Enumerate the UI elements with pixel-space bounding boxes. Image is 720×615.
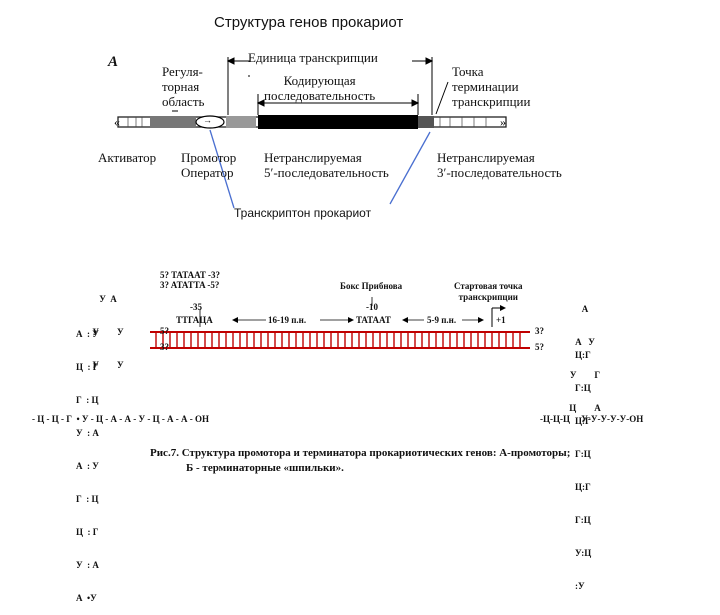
- left-stem-pair: Ц : Г: [76, 527, 99, 537]
- regulatory-line-2: торная: [162, 79, 200, 94]
- right-loop-line: У Г: [569, 370, 601, 380]
- start-point-line-1: Стартовая точка: [454, 281, 523, 291]
- start-point-line-2: транскрипции: [458, 292, 518, 302]
- box10: TATAAT: [356, 315, 391, 325]
- right-stem-pair: Г:Ц: [575, 383, 591, 393]
- utr5-line-2: 5′-последовательность: [264, 165, 389, 180]
- termination-line-1: Точка: [452, 64, 484, 79]
- left-stem-pair: А •У: [76, 593, 97, 603]
- right-hairpin-tail: -Ц-Ц-Ц У-У-У-У-У-ОН: [540, 414, 644, 424]
- utr3-line-1: Нетранслируемая: [437, 150, 535, 165]
- end-3-left: 3?: [160, 342, 169, 352]
- page-title: Структура генов прокариот: [214, 14, 404, 31]
- operator-ellipse: [195, 115, 225, 129]
- pos-minus10: -10: [366, 302, 378, 312]
- right-loop-line: А: [581, 304, 589, 314]
- promoter-dna: [150, 297, 530, 349]
- utr5-line-1: Нетранслируемая: [264, 150, 362, 165]
- figure-caption-line-2: Б - терминаторные «шпильки».: [186, 462, 344, 474]
- operator-mark: →: [203, 115, 212, 125]
- promoter-operator-label: Промотор Оператор: [181, 150, 236, 180]
- right-stem-pair: Ц:Г: [575, 482, 591, 492]
- left-stem-pair: А : У: [76, 329, 99, 339]
- regulatory-region-label: Регуля- торная область: [162, 64, 204, 109]
- figure-caption-line-1: Рис.7. Структура промотора и терминатора…: [150, 447, 571, 459]
- left-loop-line: У А: [99, 294, 117, 304]
- left-stem-pair: А : У: [76, 461, 99, 471]
- utr5-label: Нетранслируемая 5′-последовательность: [264, 150, 389, 180]
- utr3-line-2: 3′-последовательность: [437, 165, 562, 180]
- left-loop-line: У У: [92, 360, 124, 370]
- svg-text:«: «: [114, 115, 120, 129]
- right-loop-line: А У: [575, 337, 595, 347]
- right-hairpin-loop: А А У У Г Ц А: [560, 282, 610, 425]
- pribnow-box-label: Бокс Прибнова: [340, 281, 403, 291]
- activator-label: Активатор: [98, 150, 157, 165]
- coding-line-1: Кодирующая: [283, 73, 356, 88]
- caption-pointer-left: [209, 129, 235, 209]
- seq-top-1: 5? TATAAT -3?: [160, 270, 221, 280]
- left-stem-pair: Г : Ц: [76, 494, 99, 504]
- utr5-region: [226, 116, 256, 128]
- left-hairpin-tail: - Ц - Ц - Г • У - Ц - А - А - У - Ц - А …: [32, 414, 210, 424]
- promoter-label: Промотор: [181, 150, 237, 165]
- utr3-label: Нетранслируемая 3′-последовательность: [437, 150, 562, 180]
- dna-strand: « »: [114, 115, 507, 129]
- caption-pointer-right: [389, 131, 431, 205]
- activator-region: [150, 116, 196, 128]
- left-stem-pair: У : А: [76, 428, 99, 438]
- end-5-left: 5?: [160, 326, 169, 336]
- box35: TTГАЦА: [176, 315, 213, 325]
- spacer1: 16-19 п.н.: [268, 315, 307, 325]
- seq-top-2: 3? ATATTA -5?: [160, 280, 220, 290]
- end-5-right: 5?: [535, 342, 544, 352]
- right-stem-pair: Г:Ц: [575, 449, 591, 459]
- end-3-right: 3?: [535, 326, 544, 336]
- spacer2: 5-9 п.н.: [427, 315, 457, 325]
- diagram-graphics: « »: [114, 57, 530, 349]
- right-stem-pair: :У: [575, 581, 585, 591]
- bracket-lines: [172, 57, 449, 115]
- svg-text:»: »: [500, 115, 506, 129]
- regulatory-line-1: Регуля-: [162, 64, 203, 79]
- transcription-unit-label: Единица транскрипции: [248, 50, 378, 65]
- left-stem-pair: Ц : Г: [76, 362, 99, 372]
- figure-caption: Рис.7. Структура промотора и терминатора…: [150, 446, 570, 476]
- start-point-label: Стартовая точка транскрипции: [454, 281, 523, 303]
- left-stem-pair: Г : Ц: [76, 395, 99, 405]
- regulatory-line-3: область: [162, 94, 205, 109]
- right-stem-pair: Ц:Г: [575, 350, 591, 360]
- termination-line-2: терминации: [452, 79, 519, 94]
- termination-point-label: Точка терминации транскрипции: [452, 64, 530, 109]
- left-loop-line: У У: [92, 327, 124, 337]
- right-loop-line: Ц А: [569, 403, 601, 413]
- pos-plus1: +1: [496, 315, 506, 325]
- left-stem-pair: У : А: [76, 560, 99, 570]
- right-hairpin-stem: Ц:Г Г:Ц Ц:Г Г:Ц Ц:Г Г:Ц У:Ц :У: [575, 328, 591, 603]
- pos-minus35: -35: [190, 302, 202, 312]
- termination-line-3: транскрипции: [452, 94, 531, 109]
- left-hairpin-stem: А : У Ц : Г Г : Ц У : А А : У Г : Ц Ц : …: [76, 307, 99, 615]
- transcripton-caption: Транскриптон прокариот: [234, 206, 372, 220]
- coding-sequence-label: Кодирующая последовательность: [264, 73, 375, 103]
- left-hairpin-loop: У А У У У У: [80, 272, 136, 382]
- utr3-region: [418, 116, 434, 128]
- right-stem-pair: Ц:Г: [575, 416, 591, 426]
- coding-region: [258, 115, 418, 129]
- right-stem-pair: У:Ц: [575, 548, 592, 558]
- coding-line-2: последовательность: [264, 88, 376, 103]
- panel-letter: A: [108, 54, 119, 70]
- right-stem-pair: Г:Ц: [575, 515, 591, 525]
- operator-label: Оператор: [181, 165, 234, 180]
